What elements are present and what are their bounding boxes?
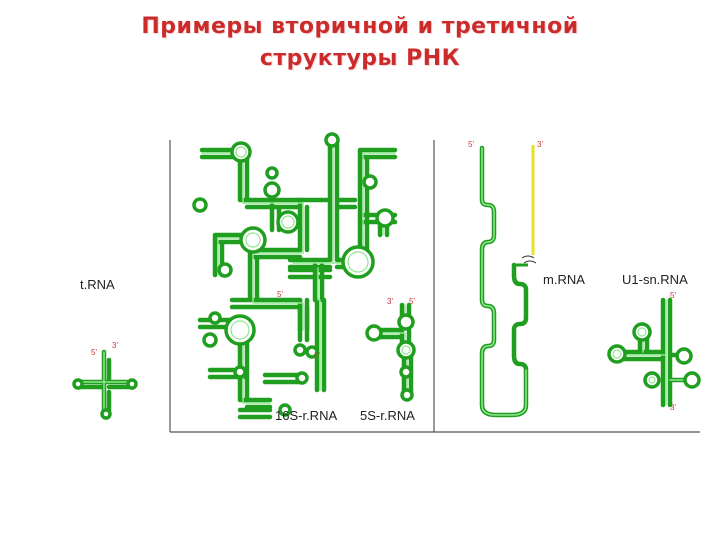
rrna5s-5prime-label: 5' xyxy=(409,297,415,306)
trna-label: t.RNA xyxy=(80,277,115,292)
mrna-label: m.RNA xyxy=(543,272,585,287)
rrna-5s-structure xyxy=(367,305,414,400)
snrna-5prime-label: 5' xyxy=(670,291,676,300)
rrna-16s-label: 16S-r.RNA xyxy=(275,408,337,423)
trna-5prime-label: 5' xyxy=(91,348,97,357)
rrna-16s-structure xyxy=(194,134,395,417)
rrna-5s-label: 5S-r.RNA xyxy=(360,408,415,423)
rrna5s-3prime-label: 3' xyxy=(387,297,393,306)
trna-3prime-label: 3' xyxy=(112,341,118,350)
rrna16s-5prime-label: 5' xyxy=(277,290,283,299)
mrna-3prime-label: 3' xyxy=(537,140,543,149)
snrna-3prime-label: 3' xyxy=(670,403,676,412)
mrna-structure xyxy=(482,145,536,415)
rrna16s-3prime-label: 3' xyxy=(314,351,320,360)
trna-structure xyxy=(74,352,136,418)
u1-snrna-structure xyxy=(609,300,699,405)
u1-snrna-label: U1-sn.RNA xyxy=(622,272,688,287)
mrna-5prime-label: 5' xyxy=(468,140,474,149)
